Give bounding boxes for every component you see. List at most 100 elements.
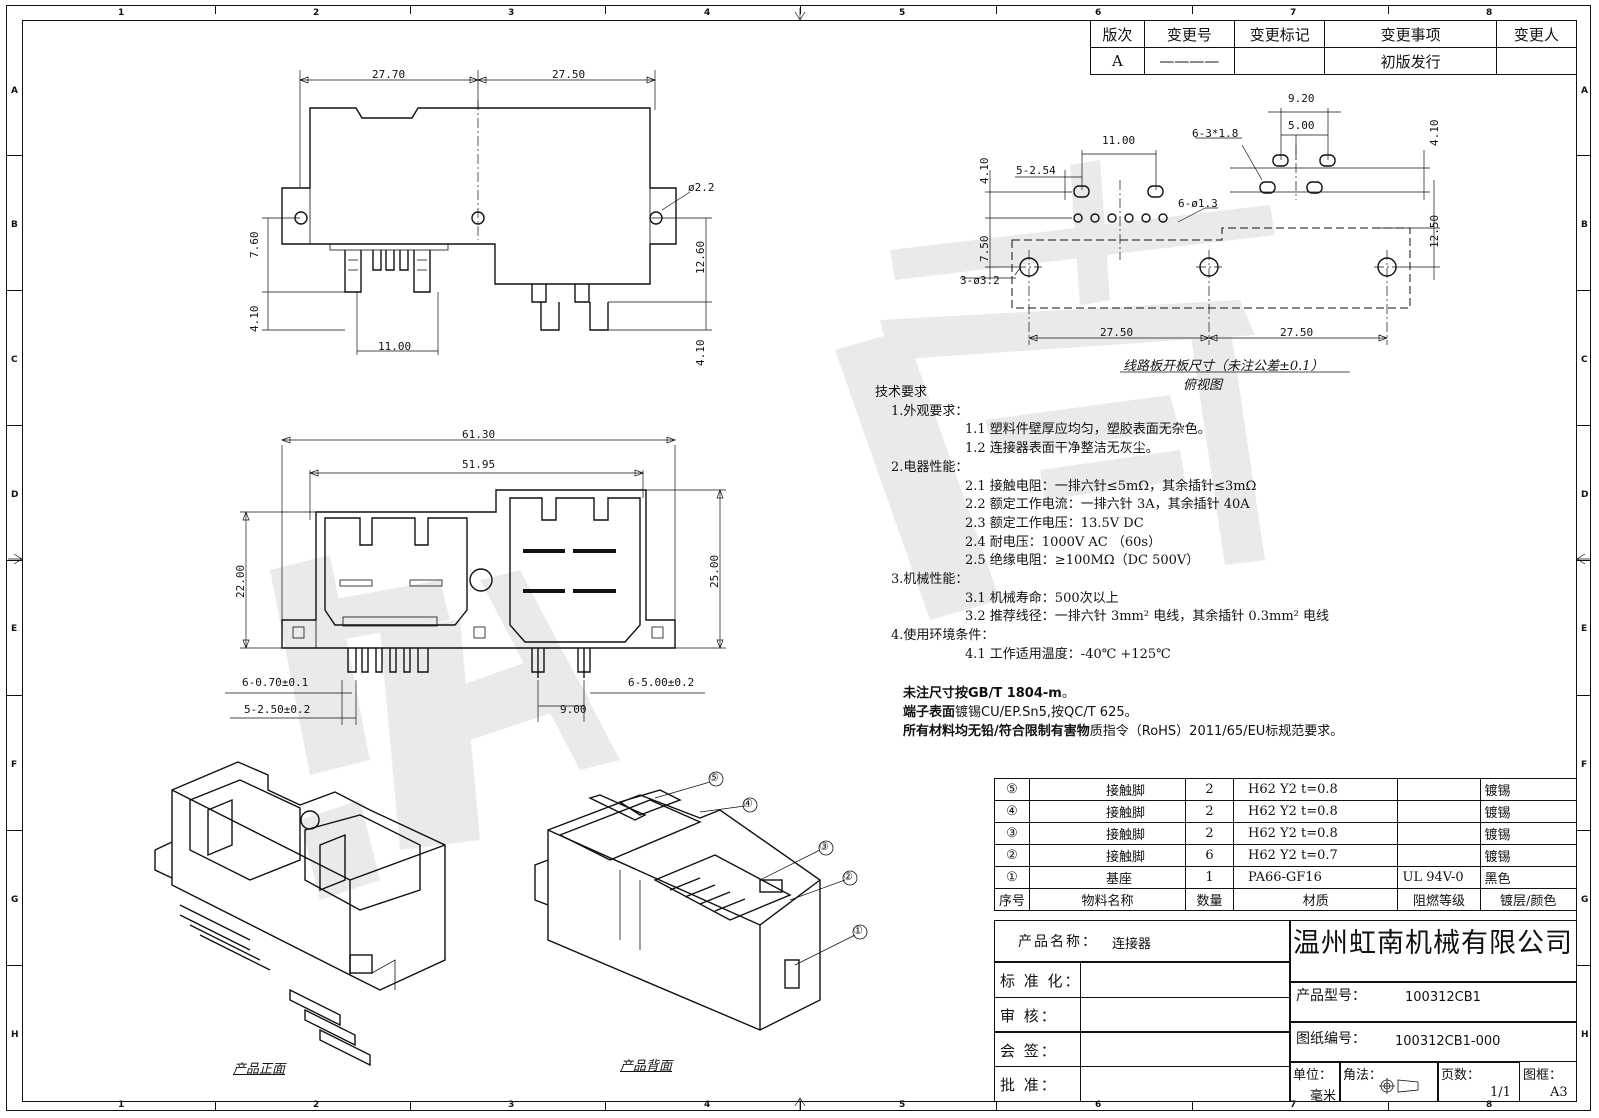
bom-cell-name: 基座 [1029,866,1187,889]
dim-pcb-small-hole: 6-ø1.3 [1178,197,1218,210]
note-text: 质指令（RoHS）2011/65/EU标规范要求。 [1089,724,1344,739]
frame-center-right-arrow [1576,553,1590,565]
balloon-4: ④ [743,797,753,810]
tech-line: 1.外观要求： [891,403,969,419]
balloon-3: ③ [819,840,829,853]
note-emphasis: 所有材料均无铅/符合限制有害物 [903,724,1090,739]
bom-cell-material: H62 Y2 t=0.8 [1233,778,1399,801]
front-view-caption: 产品正面 [233,1062,286,1077]
back-view-caption: 产品背面 [620,1059,673,1074]
dim-pcb-4-10-right: 4.10 [1428,119,1441,147]
review-label: 审 核： [1000,1007,1058,1025]
zone-row-H-left: H [11,1030,19,1040]
zone-column-2-bottom: 2 [313,1100,320,1110]
dim-pcb-4-10-left: 4.10 [978,157,991,185]
dim-front-width-right: 27.50 [552,68,586,81]
bom-cell-finish: 黑色 [1479,866,1577,889]
angle-label: 角法： [1343,1068,1383,1083]
zone-column-6-top: 6 [1095,8,1102,18]
bom-cell-finish: 镀锡 [1479,800,1577,823]
rev-cell-version: A [1090,47,1145,75]
dim-front-width-left: 27.70 [372,68,406,81]
unit-label: 单位： [1293,1068,1333,1083]
drawing-no-value: 100312CB1-000 [1395,1034,1501,1049]
frame-center-left-arrow [8,553,23,565]
zone-row-G-left: G [11,895,19,905]
zone-row-C-left: C [11,355,18,365]
dim-front-11-00: 11.00 [378,340,412,353]
front-view [262,70,712,355]
bom-cell-no: ⑤ [993,778,1031,801]
note-emphasis: 未注尺寸按GB/T 1804-m [903,686,1062,701]
dim-pcb-27-50-right: 27.50 [1280,326,1314,339]
bom-cell-finish: 镀锡 [1479,844,1577,867]
frame-center-top-arrow [794,8,806,21]
zone-row-G-right: G [1581,895,1589,905]
zone-column-5-bottom: 5 [899,1100,906,1110]
dim-front-hole-dia: ø2.2 [688,181,715,194]
bom-cell-flame [1397,844,1481,867]
pcb-caption: 线路板开板尺寸（未注公差±0.1） [1123,359,1324,374]
tech-line: 2.2 额定工作电流：一排六针 3A，其余插针 40A [965,497,1250,513]
product-name-label: 产品名称： [1018,934,1098,950]
bom-cell-qty: 2 [1185,778,1235,801]
note-text: 。 [1061,686,1075,701]
zone-column-1-top: 1 [118,8,125,18]
dim-pcb-7-50: 7.50 [978,235,991,263]
top-view-caption: 俯视图 [1183,378,1223,393]
dim-pcb-27-50-left: 27.50 [1100,326,1134,339]
rev-header-change-no: 变更号 [1143,20,1236,48]
rev-header-version: 版次 [1090,20,1145,48]
bom-cell-material: H62 Y2 t=0.8 [1233,822,1399,845]
tech-line: 2.4 耐电压：1000V AC （60s） [965,534,1162,550]
zone-column-4-top: 4 [704,8,711,18]
tech-line: 4.1 工作适用温度：-40℃ +125℃ [965,646,1171,662]
dim-bottom-25-00: 25.00 [708,554,721,588]
drawing-no-label: 图纸编号： [1296,1031,1366,1047]
dim-bottom-pin-pitch: 5-2.50±0.2 [244,703,311,716]
balloon-5: ⑤ [709,771,719,784]
dim-bottom-9-00: 9.00 [560,703,587,716]
dim-pcb-mount-hole: 3-ø3.2 [960,274,1000,287]
zone-column-8-top: 8 [1486,8,1493,18]
tech-line: 4.使用环境条件： [891,628,995,644]
dim-pcb-9-20: 9.20 [1288,92,1315,105]
bom-cell-material: H62 Y2 t=0.8 [1233,800,1399,823]
frame-center-bottom-arrow [794,1097,806,1110]
zone-column-5-top: 5 [899,8,906,18]
dim-front-7-60: 7.60 [248,231,261,259]
drawing-frame-outer [6,5,1591,1111]
bom-header-name: 物料名称 [1029,888,1187,911]
bom-cell-finish: 镀锡 [1479,822,1577,845]
countersign-label: 会 签： [1000,1042,1058,1060]
rev-header-change-mark: 变更标记 [1234,20,1326,48]
technical-requirements: 技术要求 1.外观要求：1.1 塑料件壁厚应均匀，塑胶表面无杂色。1.2 连接器… [875,384,1329,665]
pcb-layout [960,108,1440,373]
iso-back-view [534,771,868,1031]
dim-front-4-10-right: 4.10 [694,339,707,367]
tech-line: 2.3 额定工作电压：13.5V DC [965,515,1144,531]
bom-cell-no: ③ [993,822,1031,845]
dim-pcb-11-00: 11.00 [1102,134,1136,147]
rev-cell-changer [1495,47,1578,75]
bom-cell-name: 接触脚 [1029,778,1187,801]
note-line: 端子表面镀锡CU/EP.Sn5,按QC/T 625。 [903,703,1343,722]
bom-cell-flame: UL 94V-0 [1397,866,1481,889]
zone-row-E-left: E [11,624,18,634]
dim-pcb-5-00: 5.00 [1288,119,1315,132]
bom-cell-material: PA66-GF16 [1233,866,1399,889]
zone-column-7-top: 7 [1290,8,1297,18]
bom-header-flame: 阻燃等级 [1397,888,1481,911]
bom-cell-qty: 1 [1185,866,1235,889]
zone-column-2-top: 2 [313,8,320,18]
bom-header-no: 序号 [993,888,1031,911]
bom-cell-qty: 2 [1185,800,1235,823]
bom-header-finish: 镀层/颜色 [1479,888,1577,911]
